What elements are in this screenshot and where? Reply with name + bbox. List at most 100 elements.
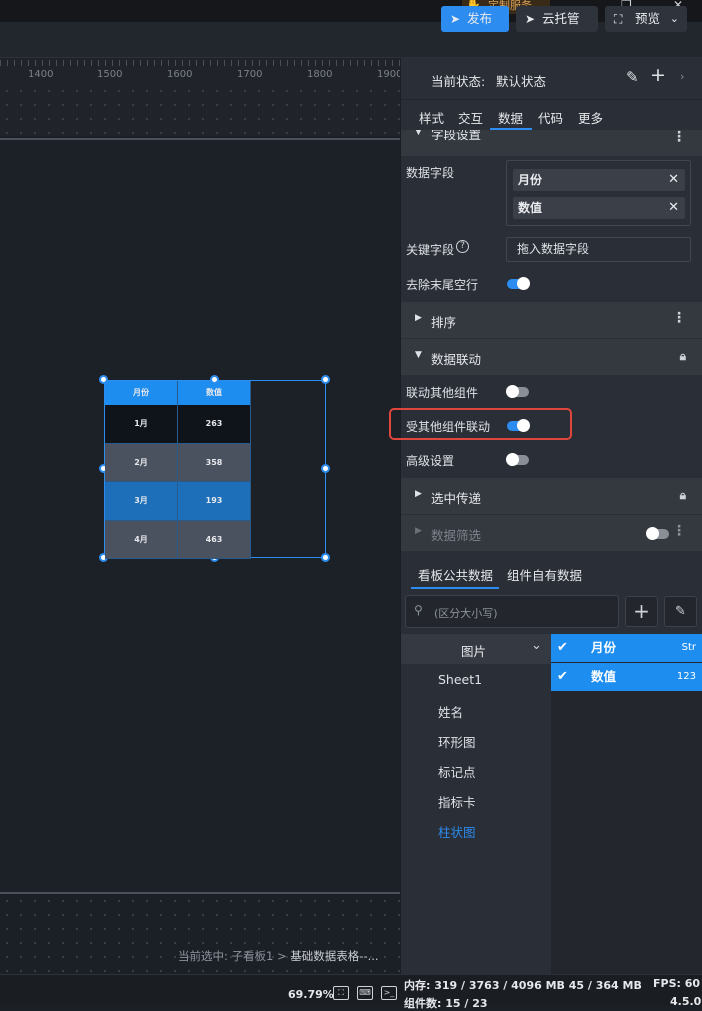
more-vertical-icon[interactable]: ⋮ <box>672 523 686 539</box>
table-header-cell: 数值 <box>178 381 251 405</box>
state-bar <box>401 58 702 100</box>
data-fields-label: 数据字段 <box>406 166 455 180</box>
tab-component-own-data[interactable]: 组件自有数据 <box>507 568 583 583</box>
dataset-group-header[interactable]: 图片 ⌄ <box>401 634 551 664</box>
tab-more[interactable]: 更多 <box>578 111 604 126</box>
section-data-filter[interactable]: ▶ 数据筛选 ⋮ <box>401 515 702 551</box>
resize-handle[interactable] <box>99 375 108 384</box>
section-title: 排序 <box>431 315 457 330</box>
linked-by-others-toggle[interactable] <box>507 419 530 432</box>
dataset-item[interactable]: Sheet1 <box>438 672 483 687</box>
canvas-grid-area <box>0 84 400 136</box>
tab-code[interactable]: 代码 <box>538 111 564 126</box>
zoom-level[interactable]: 69.79% <box>288 988 334 1001</box>
table-header-cell: 月份 <box>105 381 178 405</box>
dataset-item[interactable]: 姓名 <box>438 705 464 720</box>
more-vertical-icon[interactable]: ⋮ <box>672 310 686 326</box>
link-others-label: 联动其他组件 <box>406 386 479 400</box>
dataset-item[interactable]: 标记点 <box>438 765 476 780</box>
send-icon: ➤ <box>450 12 461 26</box>
section-data-linkage[interactable]: ▼ 数据联动 🔒︎ <box>401 339 702 375</box>
table-cell-month: 4月 <box>105 520 178 559</box>
add-state-icon[interactable]: + <box>650 64 666 86</box>
help-icon[interactable]: ? <box>456 240 469 253</box>
remove-trailing-toggle[interactable] <box>507 277 530 290</box>
custom-service-label: 定制服务 <box>488 0 532 12</box>
linked-by-others-label: 受其他组件联动 <box>406 420 491 434</box>
key-field-input[interactable]: 拖入数据字段 <box>506 237 691 262</box>
close-icon[interactable]: ✕ <box>668 172 679 187</box>
check-icon: ✔ <box>557 669 568 684</box>
field-chip-label: 数值 <box>518 201 543 215</box>
field-chip-month[interactable]: 月份 ✕ <box>513 169 685 191</box>
tab-data[interactable]: 数据 <box>498 111 524 126</box>
dataset-item[interactable]: 柱状图 <box>438 825 476 840</box>
canvas-grid-area <box>0 894 400 974</box>
dataset-item[interactable]: 指标卡 <box>438 795 476 810</box>
section-title: 字段设置 <box>431 130 482 142</box>
resize-handle[interactable] <box>321 375 330 384</box>
caret-right-icon: ▶ <box>415 313 422 323</box>
selection-target[interactable]: 基础数据表格--... <box>290 949 378 963</box>
resize-handle[interactable] <box>321 553 330 562</box>
dataset-item[interactable]: 环形图 <box>438 735 476 750</box>
keyboard-icon[interactable]: ⌨ <box>357 986 373 1000</box>
publish-label: 发布 <box>467 11 493 26</box>
active-tab-indicator <box>490 128 532 130</box>
tab-interaction[interactable]: 交互 <box>458 111 484 126</box>
section-field-settings[interactable]: ▼ 字段设置 ⋮ <box>401 130 702 156</box>
field-type: Str <box>681 642 696 653</box>
field-chip-value[interactable]: 数值 ✕ <box>513 197 685 219</box>
cloud-hosting-label: 云托管 <box>542 11 580 26</box>
link-others-toggle[interactable] <box>506 385 529 398</box>
ruler-tick-label: 1800 <box>307 69 333 80</box>
current-state-value[interactable]: 默认状态 <box>496 74 547 89</box>
more-vertical-icon[interactable]: ⋮ <box>672 130 686 145</box>
field-name: 月份 <box>591 640 617 655</box>
fit-screen-icon[interactable]: ⛶ <box>333 986 349 1000</box>
caret-down-icon: ▼ <box>415 350 422 360</box>
preview-label: 预览 <box>635 11 661 26</box>
section-title: 数据联动 <box>431 352 482 367</box>
resize-handle[interactable] <box>321 464 330 473</box>
publish-button[interactable]: ➤ 发布 <box>441 6 509 32</box>
edit-icon[interactable]: ✎ <box>626 68 639 86</box>
table-cell-value: 193 <box>178 482 251 521</box>
data-filter-toggle[interactable] <box>646 527 669 540</box>
table-cell-month: 1月 <box>105 405 178 444</box>
send-icon: ➤ <box>525 12 536 26</box>
dataset-group-label: 图片 <box>461 644 487 659</box>
dataset-search-input[interactable]: ⚲ (区分大小写) <box>405 595 619 628</box>
resize-handle[interactable] <box>210 375 219 384</box>
fps-counter: FPS: 60 <box>653 977 701 990</box>
selection-prefix: 当前选中: 子看板1 > <box>178 949 291 963</box>
ruler-ticks <box>0 60 400 66</box>
ruler-tick-label: 1900 <box>377 69 403 80</box>
hand-icon: ✋ <box>466 0 481 10</box>
edit-dataset-button[interactable]: ✎ <box>664 596 697 627</box>
chevron-down-icon: ⌄ <box>669 12 679 25</box>
terminal-icon[interactable]: >_ <box>381 986 397 1000</box>
tab-style[interactable]: 样式 <box>419 111 445 126</box>
cloud-hosting-button[interactable]: ➤ 云托管 <box>516 6 598 32</box>
section-sort[interactable]: ▶ 排序 ⋮ <box>401 302 702 338</box>
chevron-down-icon: ⌄ <box>531 638 542 653</box>
caret-down-icon: ▼ <box>415 130 422 137</box>
ruler-tick-label: 1700 <box>237 69 263 80</box>
component-count: 组件数: 15 / 23 <box>404 997 488 1010</box>
advanced-settings-toggle[interactable] <box>506 453 529 466</box>
table-cell-month: 2月 <box>105 443 178 482</box>
chevron-right-icon[interactable]: › <box>680 70 685 83</box>
add-dataset-button[interactable]: + <box>625 596 658 627</box>
selection-breadcrumb: 当前选中: 子看板1 > 基础数据表格--... <box>178 948 378 964</box>
tab-board-public-data[interactable]: 看板公共数据 <box>418 568 494 583</box>
section-title: 选中传递 <box>431 491 482 506</box>
active-data-tab-indicator <box>411 587 499 589</box>
close-icon[interactable]: ✕ <box>668 200 679 215</box>
preview-button[interactable]: ⛶ 预览 ⌄ <box>605 6 687 32</box>
section-selection-pass[interactable]: ▶ 选中传递 🔒︎ <box>401 478 702 514</box>
advanced-settings-label: 高级设置 <box>406 454 455 468</box>
